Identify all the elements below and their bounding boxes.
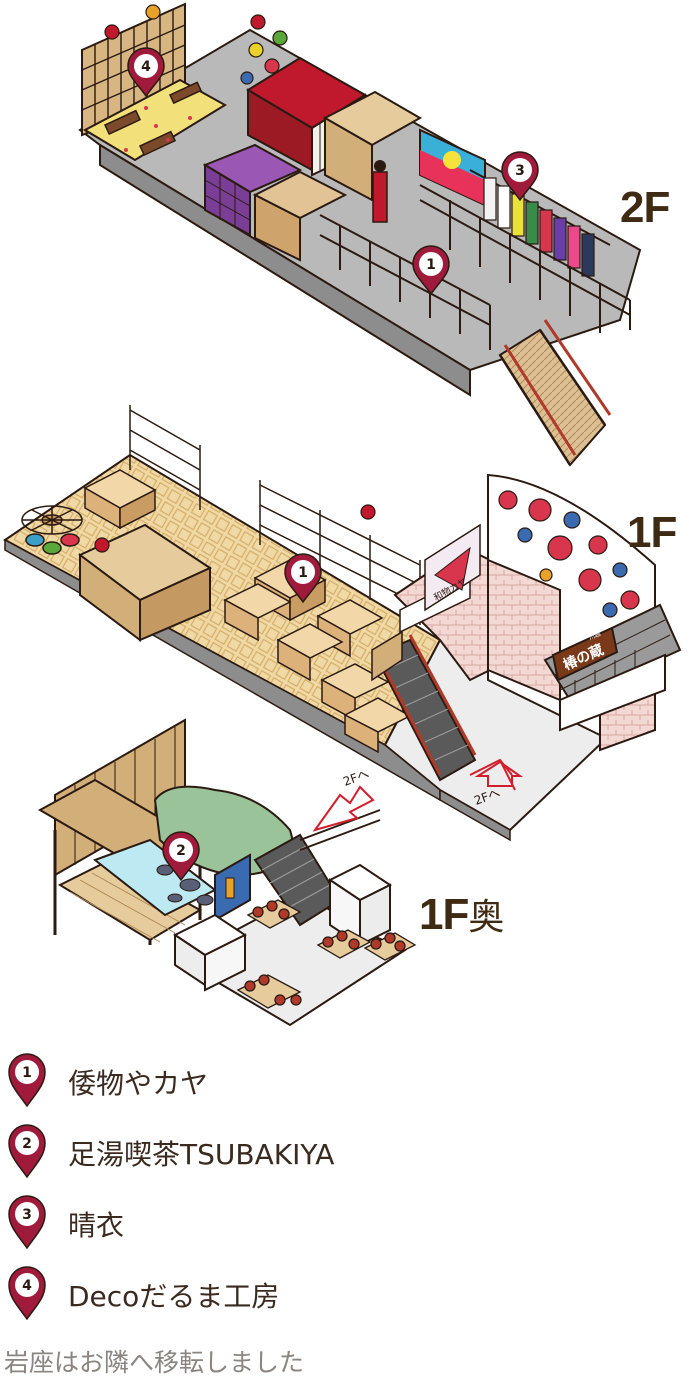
wood-cabinet	[254, 193, 301, 262]
floor-label-2f: 2F	[620, 183, 670, 232]
relocation-note: 岩座はお隣へ移転しました	[4, 1348, 305, 1377]
floor-label-1f-back-main: 1F	[419, 890, 469, 939]
legend-item-3[interactable]: 3 晴衣	[2, 1194, 642, 1250]
map-pin-4[interactable]: 4	[127, 47, 165, 98]
up-arrow-1f-back	[312, 785, 375, 832]
legend-pin-3-number: 3	[22, 1207, 32, 1223]
map-pin-1-1f[interactable]: 1	[284, 553, 322, 604]
upstairs-label-1f-back: 2Fへ	[341, 767, 371, 789]
legend-pin-2-number: 2	[22, 1136, 32, 1152]
map-pin-2[interactable]: 2	[162, 831, 200, 882]
legend-item-1[interactable]: 1 倭物やカヤ	[2, 1052, 642, 1108]
map-pin-1-1f-number: 1	[298, 565, 308, 581]
map-pin-1-2f-number: 1	[426, 257, 436, 273]
legend-pin-4-icon: 4	[8, 1266, 46, 1321]
floor-label-1f: 1F	[627, 508, 677, 557]
floor-2f-area	[78, 2, 642, 467]
floor-label-1f-back-suffix: 奥	[468, 897, 504, 938]
legend-pin-4-number: 4	[22, 1278, 32, 1294]
legend-label-3: 晴衣	[68, 1209, 125, 1242]
legend-item-2[interactable]: 2 足湯喫茶TSUBAKIYA	[2, 1123, 642, 1179]
railing-2f	[319, 184, 631, 350]
floor-label-1f-back: 1F奥	[419, 888, 504, 940]
floor-1f-area: 和物カヤ 椿の蔵 川越 2Fへ	[3, 405, 682, 842]
legend-label-4: Decoだるま工房	[68, 1280, 280, 1313]
floor-map: 和物カヤ 椿の蔵 川越 2Fへ	[3, 2, 682, 1027]
map-pin-2-number: 2	[176, 843, 186, 859]
map-pin-3-number: 3	[515, 163, 525, 179]
legend-item-4[interactable]: 4 Decoだるま工房	[2, 1265, 642, 1321]
legend-pin-1-number: 1	[22, 1065, 32, 1081]
legend-pin-2-icon: 2	[8, 1124, 46, 1179]
legend-label-2: 足湯喫茶TSUBAKIYA	[68, 1138, 335, 1171]
floor-1f-back-area: 2Fへ	[37, 718, 417, 1027]
legend-pin-1-icon: 1	[8, 1053, 46, 1108]
map-pin-3[interactable]: 3	[501, 151, 539, 202]
map-pins: 4 3 1 1 2	[127, 47, 539, 882]
map-pin-4-number: 4	[141, 59, 151, 75]
spinning-wheel-decoration	[21, 505, 83, 555]
legend-pin-3-icon: 3	[8, 1195, 46, 1250]
tatami-area	[82, 78, 227, 162]
map-pin-1-2f[interactable]: 1	[412, 245, 450, 296]
shop-signboard	[551, 626, 619, 682]
legend-label-1: 倭物やカヤ	[68, 1067, 209, 1100]
